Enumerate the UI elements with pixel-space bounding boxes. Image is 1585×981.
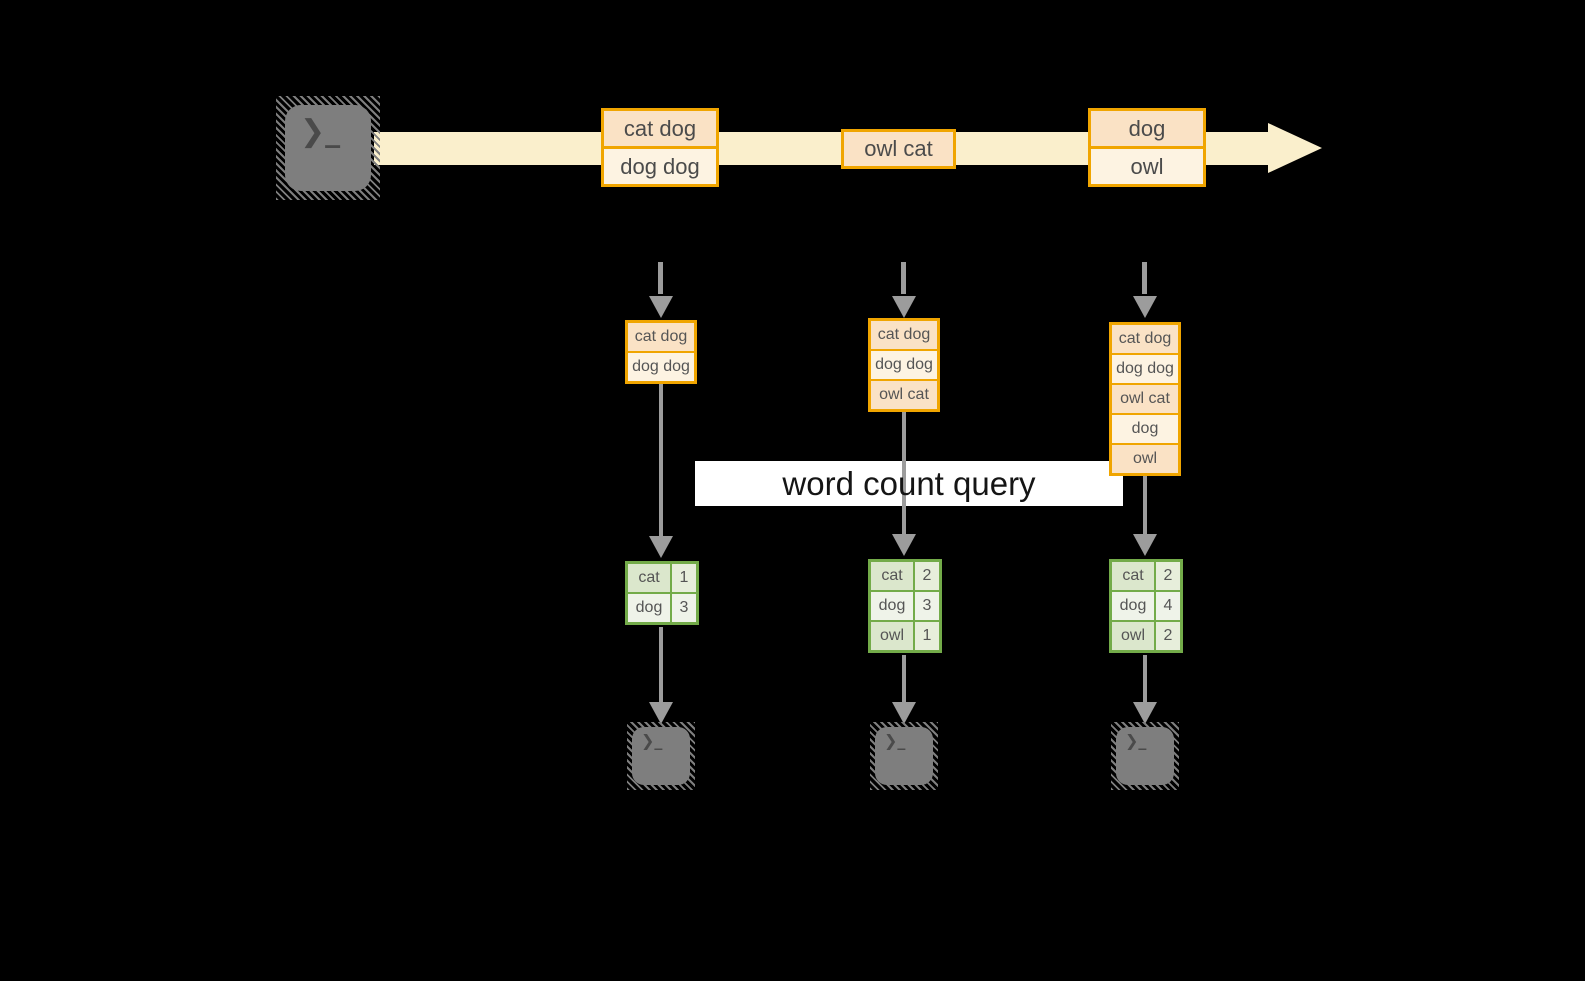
consumer-terminal-icon: ❯_	[870, 722, 938, 790]
terminal-prompt-icon: ❯_	[300, 114, 341, 149]
output-arrowhead-icon	[649, 702, 673, 724]
count-row: cat 1	[628, 564, 696, 592]
word-cell: cat	[871, 562, 913, 590]
buffer-stack-2: cat dog dog dog owl cat	[868, 318, 940, 412]
consumer-terminal-icon: ❯_	[1111, 722, 1179, 790]
count-row: cat 2	[871, 562, 939, 590]
stream-record-batch-2: owl cat	[841, 129, 956, 169]
count-cell: 1	[670, 564, 696, 592]
terminal-icon	[285, 105, 371, 191]
count-row: dog 4	[1112, 590, 1180, 620]
terminal-prompt-icon: ❯_	[884, 731, 906, 750]
count-cell: 2	[913, 562, 939, 590]
count-row: dog 3	[628, 592, 696, 622]
stream-record-batch-1: cat dog dog dog	[601, 108, 719, 187]
count-row: owl 1	[871, 620, 939, 650]
count-table-1: cat 1 dog 3	[625, 561, 699, 625]
stream-arrowhead-icon	[1268, 123, 1322, 173]
stream-record: owl cat	[844, 132, 953, 166]
count-cell: 4	[1154, 592, 1180, 620]
output-connector-line	[1143, 655, 1147, 704]
count-table-2: cat 2 dog 3 owl 1	[868, 559, 942, 653]
buffer-record: owl	[1112, 443, 1178, 473]
word-cell: owl	[1112, 622, 1154, 650]
word-cell: dog	[1112, 592, 1154, 620]
query-label: word count query	[782, 465, 1036, 502]
count-cell: 2	[1154, 622, 1180, 650]
query-arrowhead-icon	[892, 534, 916, 556]
stream-record: owl	[1091, 146, 1203, 184]
ingest-arrow-dash	[901, 262, 906, 294]
buffer-record: dog dog	[628, 351, 694, 381]
output-connector-line	[902, 655, 906, 704]
count-table-3: cat 2 dog 4 owl 2	[1109, 559, 1183, 653]
terminal-icon	[1116, 727, 1174, 785]
word-cell: dog	[871, 592, 913, 620]
count-cell: 1	[913, 622, 939, 650]
buffer-record: owl cat	[1112, 383, 1178, 413]
buffer-record: cat dog	[1112, 325, 1178, 353]
buffer-record: cat dog	[628, 323, 694, 351]
ingest-arrowhead-icon	[1133, 296, 1157, 318]
count-cell: 3	[670, 594, 696, 622]
stream-record: cat dog	[604, 111, 716, 146]
count-row: cat 2	[1112, 562, 1180, 590]
output-arrowhead-icon	[1133, 702, 1157, 724]
buffer-stack-3: cat dog dog dog owl cat dog owl	[1109, 322, 1181, 476]
count-row: owl 2	[1112, 620, 1180, 650]
output-connector-line	[659, 627, 663, 704]
terminal-prompt-icon: ❯_	[641, 731, 663, 750]
query-connector-line	[1143, 476, 1147, 536]
query-connector-line	[659, 384, 663, 536]
count-row: dog 3	[871, 590, 939, 620]
terminal-icon	[875, 727, 933, 785]
count-cell: 2	[1154, 562, 1180, 590]
output-arrowhead-icon	[892, 702, 916, 724]
count-cell: 3	[913, 592, 939, 620]
buffer-record: dog dog	[1112, 353, 1178, 383]
word-cell: cat	[1112, 562, 1154, 590]
stream-record: dog dog	[604, 146, 716, 184]
query-arrowhead-icon	[1133, 534, 1157, 556]
word-cell: owl	[871, 622, 913, 650]
producer-terminal-icon: ❯_	[276, 96, 380, 200]
stream-record-batch-3: dog owl	[1088, 108, 1206, 187]
stream-record: dog	[1091, 111, 1203, 146]
query-label-background	[695, 461, 1123, 506]
ingest-arrow-dash	[658, 262, 663, 294]
terminal-icon	[632, 727, 690, 785]
ingest-arrowhead-icon	[892, 296, 916, 318]
buffer-record: owl cat	[871, 379, 937, 409]
word-cell: dog	[628, 594, 670, 622]
ingest-arrow-dash	[1142, 262, 1147, 294]
buffer-stack-1: cat dog dog dog	[625, 320, 697, 384]
consumer-terminal-icon: ❯_	[627, 722, 695, 790]
ingest-arrowhead-icon	[649, 296, 673, 318]
query-connector-line	[902, 412, 906, 536]
terminal-prompt-icon: ❯_	[1125, 731, 1147, 750]
word-cell: cat	[628, 564, 670, 592]
query-arrowhead-icon	[649, 536, 673, 558]
buffer-record: dog dog	[871, 349, 937, 379]
buffer-record: dog	[1112, 413, 1178, 443]
buffer-record: cat dog	[871, 321, 937, 349]
